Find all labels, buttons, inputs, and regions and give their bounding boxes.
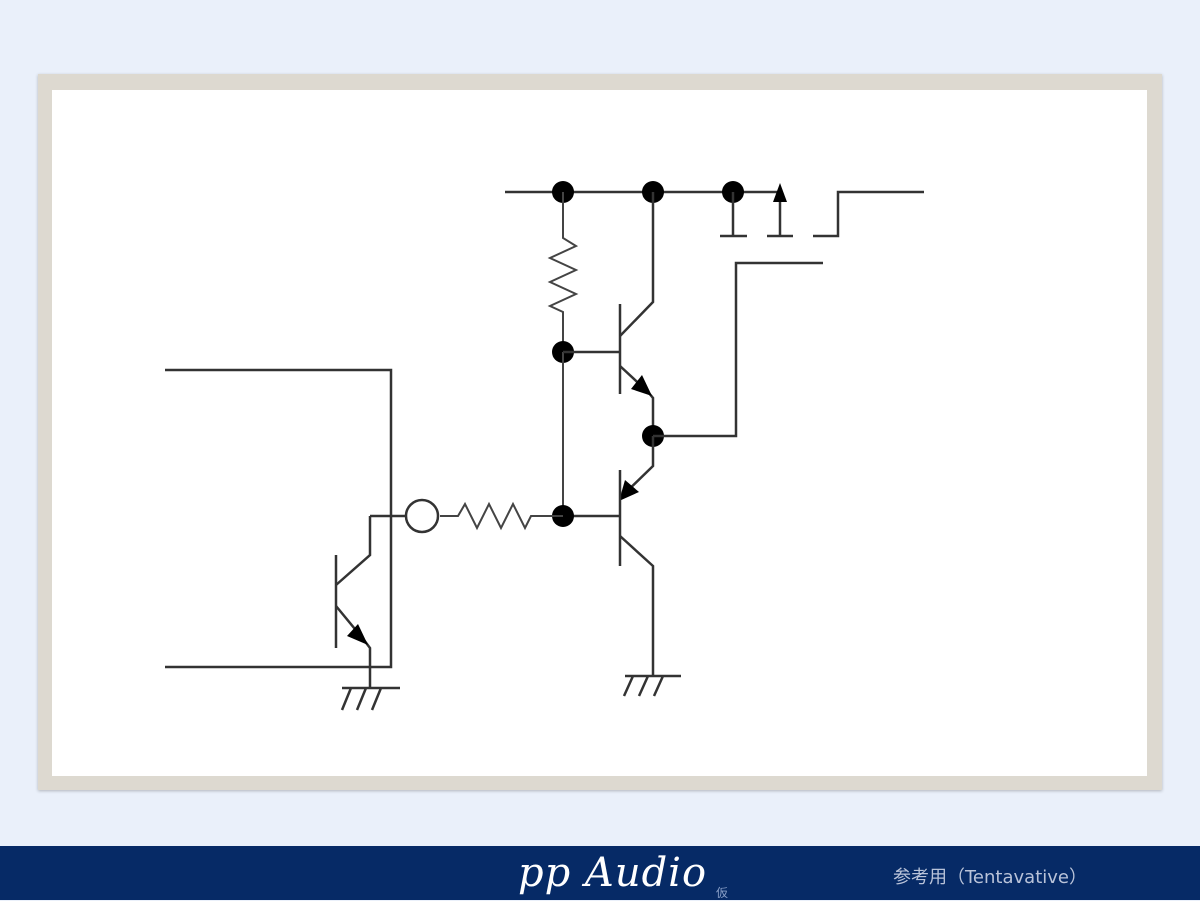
diagram-canvas	[52, 90, 1147, 776]
rail-arrow-head	[773, 183, 787, 202]
upper-emitter-arrow	[631, 375, 652, 396]
diagram-frame	[38, 74, 1162, 790]
left-emitter-arrow	[347, 624, 368, 645]
upper-transistor-collector	[619, 192, 655, 337]
left-transistor-collector	[335, 516, 372, 586]
rail-terminal-arrow	[767, 200, 793, 238]
brand-logo-text: pp Audio	[518, 850, 708, 896]
ground-left	[340, 686, 400, 711]
left-transistor-emitter	[335, 605, 372, 688]
lower-transistor-collector	[619, 535, 655, 676]
output-terminal	[813, 190, 924, 238]
pullup-resistor	[547, 192, 579, 352]
open-terminal	[404, 498, 440, 534]
upper-transistor-emitter	[619, 365, 655, 436]
left-input-box	[165, 368, 393, 669]
rail-terminal-1	[720, 192, 747, 238]
brand-mark: 仮	[716, 886, 729, 900]
tentative-note: 参考用（Tentavative）	[893, 867, 1087, 888]
output-line	[653, 261, 823, 438]
footer-bar	[0, 846, 1200, 900]
series-resistor	[440, 501, 563, 531]
lower-emitter-arrow	[619, 480, 639, 501]
ground-right	[622, 674, 681, 697]
